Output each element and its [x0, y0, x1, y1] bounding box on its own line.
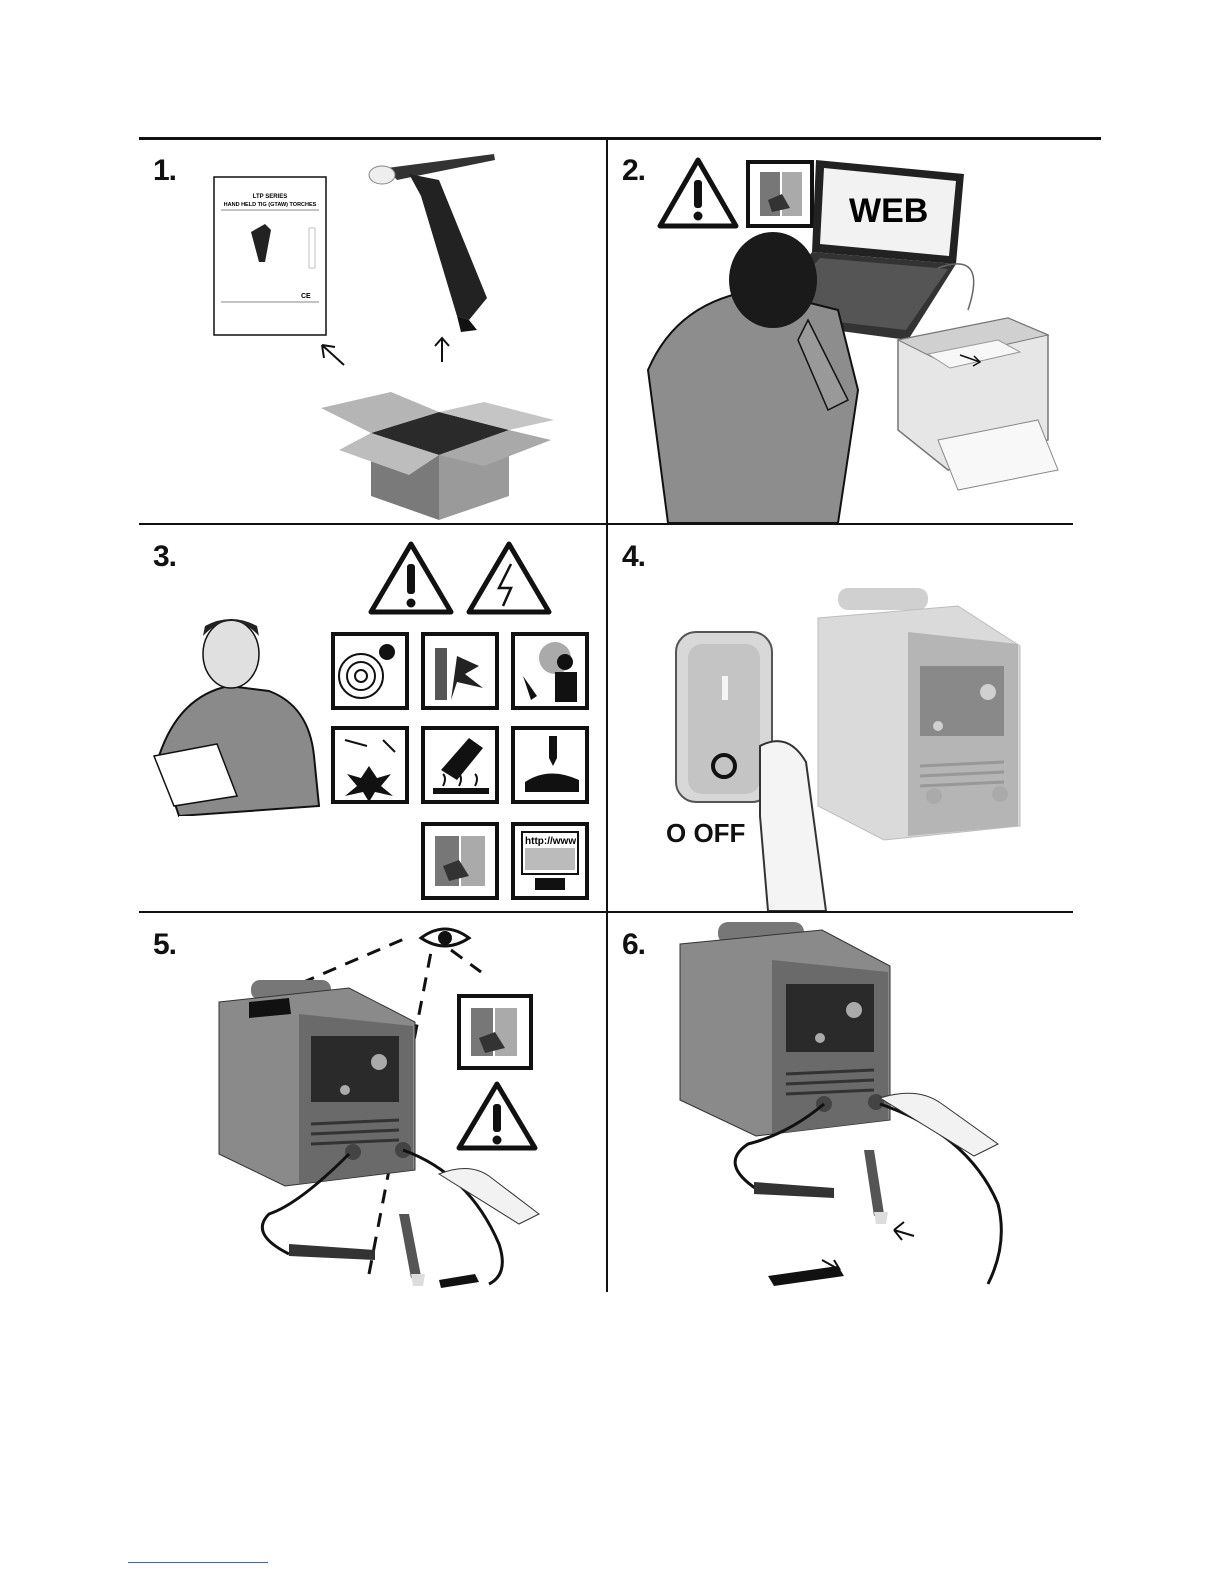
footer-link-underline: [128, 1562, 268, 1563]
eye-icon: [421, 929, 469, 946]
safety-warnings-illustration: http://www: [139, 526, 606, 911]
read-manual-icon: [459, 996, 531, 1068]
web-icon: http://www: [513, 824, 587, 898]
warning-icon: [660, 160, 736, 226]
warning-icon: [459, 1084, 535, 1148]
connect-torch-illustration: [608, 914, 1073, 1292]
fire-explosion-icon: [333, 728, 407, 802]
magnetic-field-icon: [333, 634, 407, 708]
unboxing-illustration: LTP SERIES HAND HELD TIG (GTAW) TORCHES …: [139, 140, 606, 523]
power-switch: [676, 632, 772, 802]
arrow-to-manual: [322, 345, 344, 365]
manual-title-2: HAND HELD TIG (GTAW) TORCHES: [224, 202, 317, 208]
tig-torch: [369, 154, 495, 332]
shipping-box: [321, 392, 554, 520]
panel-step-3: 3.: [139, 526, 606, 911]
printer: [898, 318, 1058, 490]
welding-machine: [219, 980, 415, 1186]
finger: [760, 741, 826, 911]
svg-text:CE: CE: [301, 293, 311, 300]
web-icon-text: http://www: [525, 836, 576, 847]
arrow-to-torch: [435, 338, 449, 362]
person-reading-instructions: [154, 619, 319, 826]
read-manual-icon: [423, 824, 497, 898]
inspect-machine-illustration: [139, 914, 606, 1292]
panel-step-1: 1. LTP SERIES HAND HELD TIG (GTAW) TORCH…: [139, 140, 606, 523]
laptop-screen-text: WEB: [849, 192, 928, 230]
off-label: O OFF: [666, 818, 745, 849]
welding-machine: [680, 922, 890, 1136]
read-manual-icon: [748, 162, 812, 226]
manual-document: LTP SERIES HAND HELD TIG (GTAW) TORCHES …: [214, 177, 326, 335]
welding-machine: [818, 588, 1020, 840]
warning-icon: [371, 544, 451, 612]
arrow-to-electrode: [894, 1222, 914, 1240]
arc-burn-icon: [513, 728, 587, 802]
cylinder-explosion-icon: [423, 634, 497, 708]
manual-title-1: LTP SERIES: [253, 194, 287, 200]
panel-step-2: 2. WEB: [608, 140, 1073, 523]
panel-step-4: 4. O OFF: [608, 526, 1073, 911]
power-off-illustration: [608, 526, 1073, 911]
fumes-icon: [513, 634, 587, 708]
panel-step-5: 5.: [139, 914, 606, 1292]
panel-step-6: 6.: [608, 914, 1073, 1292]
hot-surface-icon: [423, 728, 497, 802]
electric-shock-icon: [469, 544, 549, 612]
download-manual-illustration: WEB: [608, 140, 1073, 523]
